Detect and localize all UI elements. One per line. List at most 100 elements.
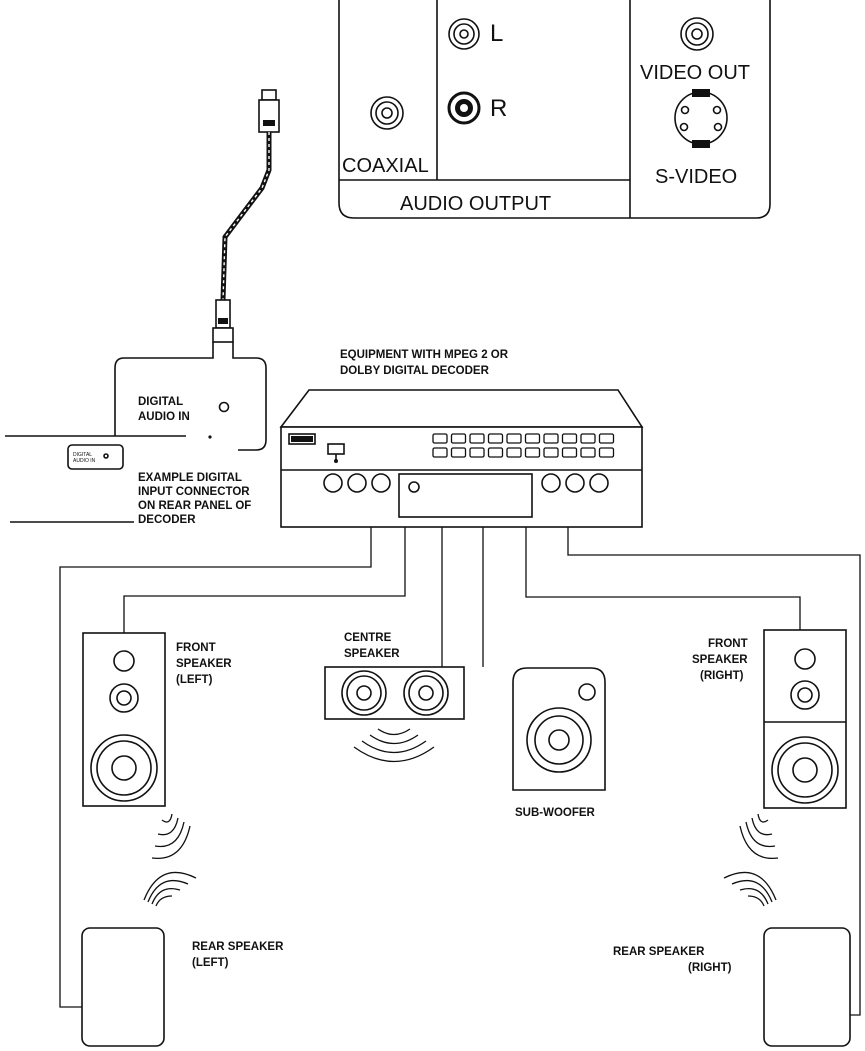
decoder-button [561,447,578,458]
rear-output-panel: COAXIAL L R AUDIO OUTPUT VIDEO OUT [338,0,771,219]
thumbnail-label-1: DIGITAL [73,452,92,458]
decoder-button [598,433,615,444]
front-right-label-2: SPEAKER [692,654,748,666]
front-left-label-1: FRONT [176,642,216,654]
decoder-button [543,447,559,458]
decoder-button [432,447,448,458]
front-right-label-1: FRONT [708,638,748,650]
centre-cabinet [324,666,465,720]
sound-wave-icons [143,728,779,907]
wire-front-right [525,527,801,630]
decoder-title-1: EQUIPMENT WITH MPEG 2 OR [340,349,509,361]
decoder-knob-1 [323,473,343,493]
rear-panel-thumbnail [67,444,124,470]
decoder-top [279,389,644,428]
decoder-power-switch-icon [327,443,345,455]
decoder-button [561,433,578,444]
decoder-button [543,433,559,444]
decoder-knob-5 [565,473,585,493]
centre-speaker: CENTRE SPEAKER [324,632,465,720]
front-right-label-3: (RIGHT) [700,670,744,682]
decoder-button [487,433,504,444]
thumbnail-label-2: AUDIO IN [73,458,96,464]
rear-right-cabinet [763,927,851,1047]
subwoofer: SUB-WOOFER [512,667,606,819]
decoder-tray-indicator [408,481,420,493]
decoder-knob-2 [347,473,367,493]
decoder-button [506,433,522,444]
decoder-button [487,447,504,458]
front-right-cabinet [763,629,847,809]
centre-label-1: CENTRE [344,632,392,644]
left-audio-jack-icon [448,18,480,50]
digital-coaxial-cable [212,89,280,343]
decoder-tray [398,473,533,518]
decoder-title-2: DOLBY DIGITAL DECODER [340,365,490,377]
example-text-3: ON REAR PANEL OF [138,500,251,512]
rear-right-label-1: REAR SPEAKER [613,946,705,958]
rear-left-speaker: REAR SPEAKER (LEFT) [81,927,284,1047]
cable-plug-top [258,99,280,133]
decoder-button [524,433,541,444]
video-out-label: VIDEO OUT [640,62,750,84]
decoder-button [450,433,467,444]
decoder-button [580,447,596,458]
coaxial-label: COAXIAL [342,155,429,177]
speaker-wires [59,527,861,1016]
s-video-label: S-VIDEO [655,166,737,188]
wire-front-left [123,527,406,633]
rear-left-cabinet [81,927,165,1047]
decoder-button [432,433,448,444]
front-right-speaker: FRONT SPEAKER (RIGHT) [692,629,847,809]
digital-audio-in-jack-icon [218,401,230,413]
detail-outline-right [232,342,267,451]
rear-right-sound-wave-icon [723,871,777,907]
coaxial-jack-icon [370,96,404,130]
centre-label-2: SPEAKER [344,648,400,660]
front-left-cabinet [82,632,166,807]
s-video-jack-icon [674,89,728,148]
right-channel-label: R [490,95,507,122]
left-channel-label: L [490,20,503,47]
decoder-unit: EQUIPMENT WITH MPEG 2 OR DOLBY DIGITAL D… [279,349,644,528]
front-right-sound-wave-icon [739,813,779,860]
rear-left-sound-wave-icon [143,871,197,907]
decoder-display-window [288,433,316,445]
front-left-sound-wave-icon [151,813,191,860]
thumbnail-jack-icon [103,453,109,459]
front-left-speaker: FRONT SPEAKER (LEFT) [82,632,232,807]
front-left-label-3: (LEFT) [176,674,213,686]
decoder-knob-3 [371,473,391,493]
decoder-knob-4 [541,473,561,493]
wire-rear-right [567,527,861,1016]
decoder-button [469,433,485,444]
digital-audio-in-label-1: DIGITAL [138,396,183,408]
cable-plug-tip [261,89,277,101]
rear-left-label-2: (LEFT) [192,957,229,969]
wire-rear-left [59,527,372,1008]
rear-right-label-2: (RIGHT) [688,962,732,974]
example-text-4: DECODER [138,514,196,526]
audio-output-label: AUDIO OUTPUT [400,193,551,215]
example-text-2: INPUT CONNECTOR [138,486,250,498]
digital-audio-in-detail: DIGITAL AUDIO IN DIGITAL AUDIO IN EXAMPL… [5,342,267,526]
decoder-button-grid [432,433,615,458]
right-audio-jack-icon [447,91,481,125]
decoder-button [580,433,596,444]
front-left-label-2: SPEAKER [176,658,232,670]
decoder-button [524,447,541,458]
detail-outline-left [114,342,214,436]
example-text-1: EXAMPLE DIGITAL [138,472,242,484]
panel-outline [338,0,771,219]
decoder-button [450,447,467,458]
decoder-knob-6 [589,473,609,493]
subwoofer-label: SUB-WOOFER [515,807,596,819]
rear-right-speaker: REAR SPEAKER (RIGHT) [613,927,851,1047]
cable-plug-connector [212,327,234,343]
rear-left-label-1: REAR SPEAKER [192,941,284,953]
video-out-jack-icon [680,17,714,51]
centre-sound-wave-icon [353,728,435,763]
digital-audio-in-label-2: AUDIO IN [138,411,190,423]
